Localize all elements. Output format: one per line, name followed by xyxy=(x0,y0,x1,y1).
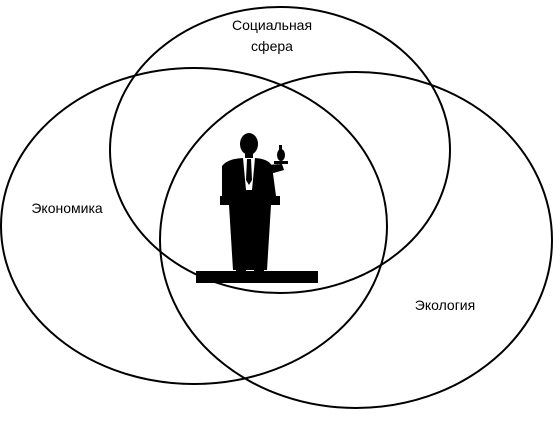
label-social-line-2: сфера xyxy=(251,38,293,54)
label-social-line-1: Социальная xyxy=(231,17,313,33)
label-ecology: Экология xyxy=(400,295,490,316)
speaker-at-podium-icon xyxy=(196,133,318,283)
label-economy: Экономика xyxy=(22,198,112,219)
label-economy-line-1: Экономика xyxy=(31,200,103,216)
circle-social xyxy=(109,6,451,294)
label-social-sphere: Социальная сфера xyxy=(222,15,322,57)
circle-ecology xyxy=(159,71,553,409)
circle-economy xyxy=(0,67,388,385)
label-ecology-line-1: Экология xyxy=(414,297,476,313)
